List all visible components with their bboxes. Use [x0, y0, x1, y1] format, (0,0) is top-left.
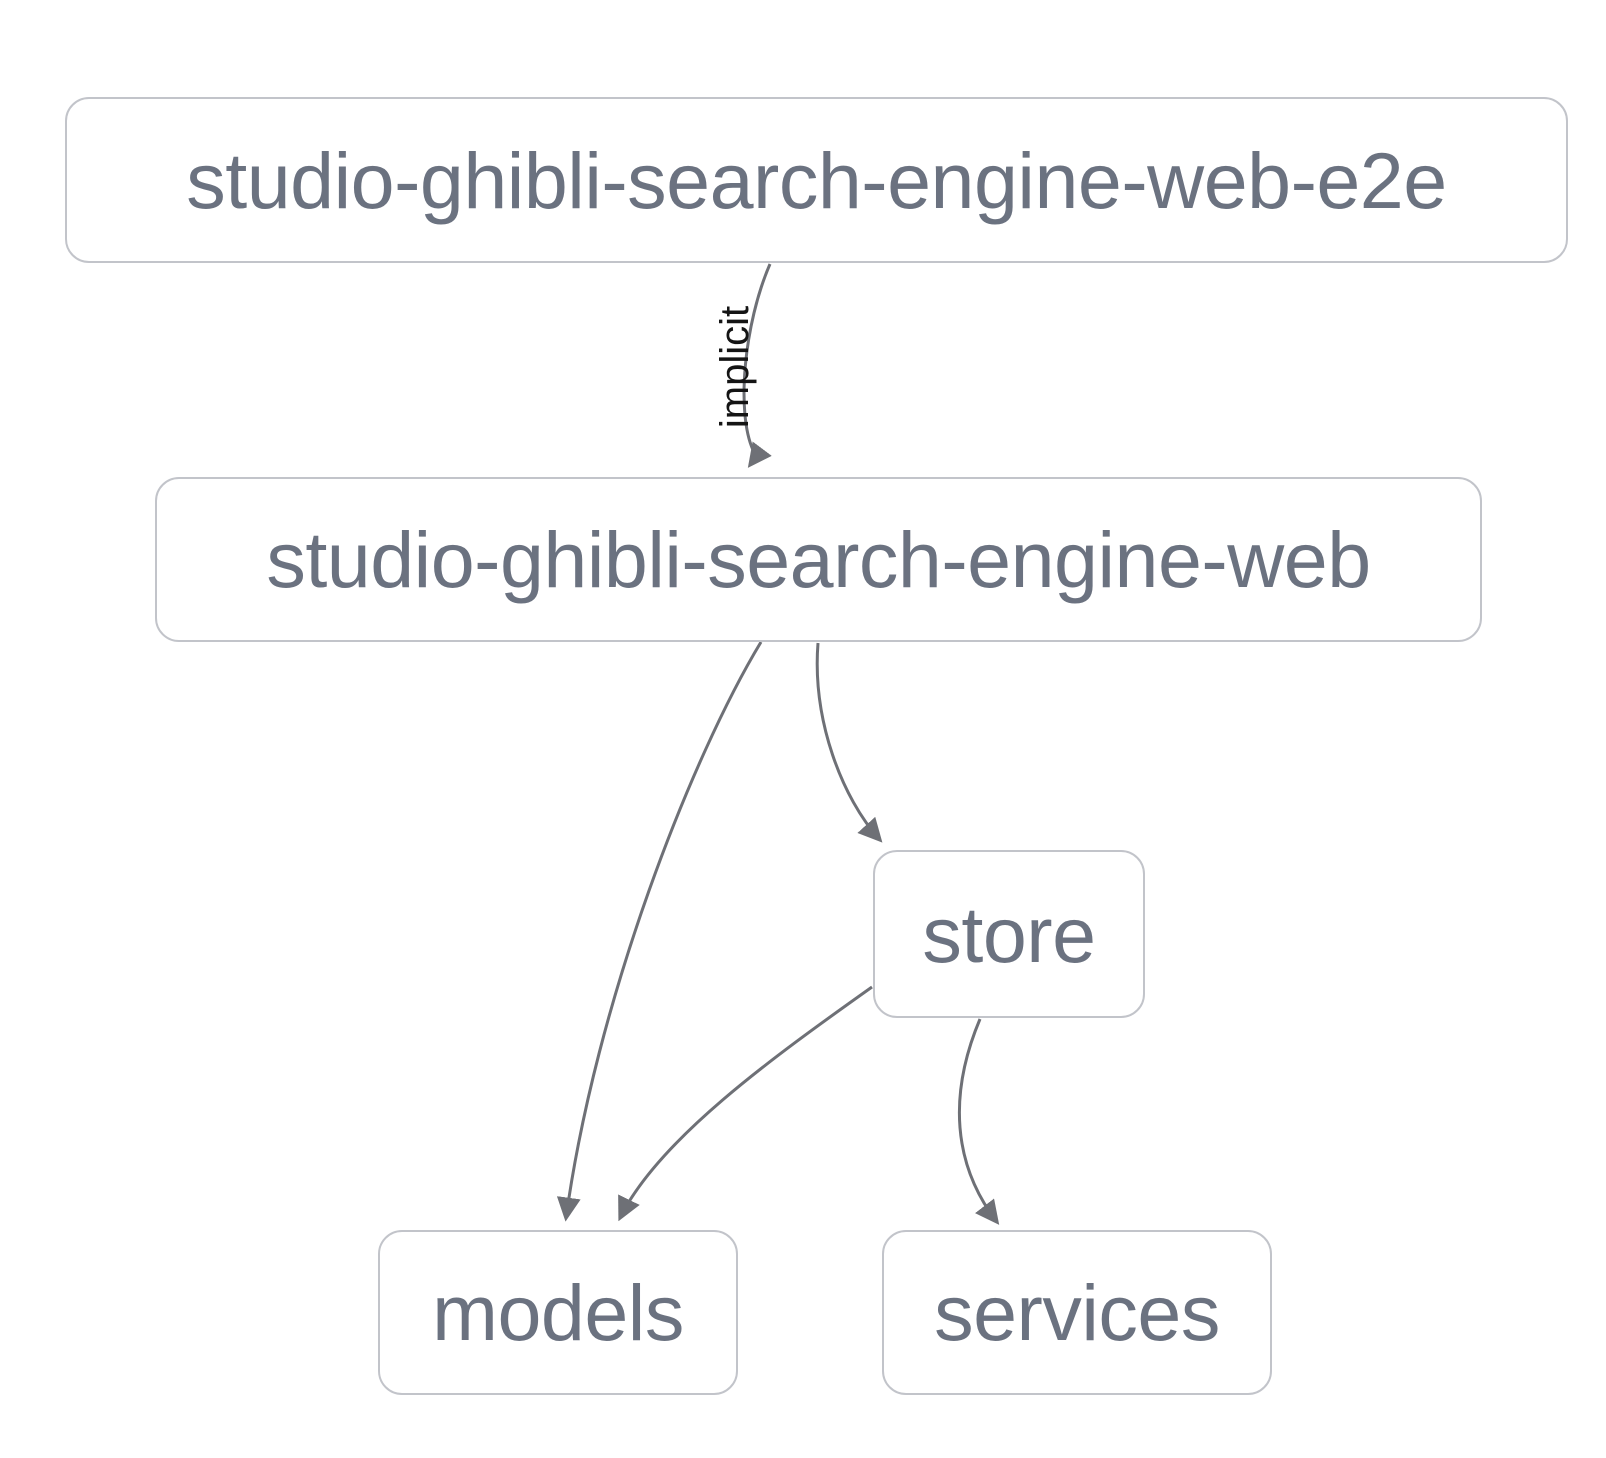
- edge-web-to-models: [556, 641, 763, 1222]
- node-studio-ghibli-search-engine-web[interactable]: studio-ghibli-search-engine-web: [155, 477, 1482, 642]
- edge-store-to-services: [957, 1018, 1000, 1225]
- node-models[interactable]: models: [378, 1230, 738, 1395]
- edge-store-to-models: [618, 985, 873, 1222]
- edge-web-to-store: [815, 642, 883, 843]
- node-label: studio-ghibli-search-engine-web: [266, 515, 1371, 604]
- edge-label-implicit: implicit: [713, 305, 757, 429]
- edge-e2e-to-web: [742, 263, 772, 468]
- node-store[interactable]: store: [873, 850, 1145, 1018]
- node-label: models: [432, 1268, 684, 1357]
- node-label: services: [934, 1268, 1220, 1357]
- node-label: store: [922, 889, 1096, 979]
- node-label: studio-ghibli-search-engine-web-e2e: [186, 135, 1447, 225]
- node-services[interactable]: services: [882, 1230, 1272, 1395]
- node-studio-ghibli-search-engine-web-e2e[interactable]: studio-ghibli-search-engine-web-e2e: [65, 97, 1568, 263]
